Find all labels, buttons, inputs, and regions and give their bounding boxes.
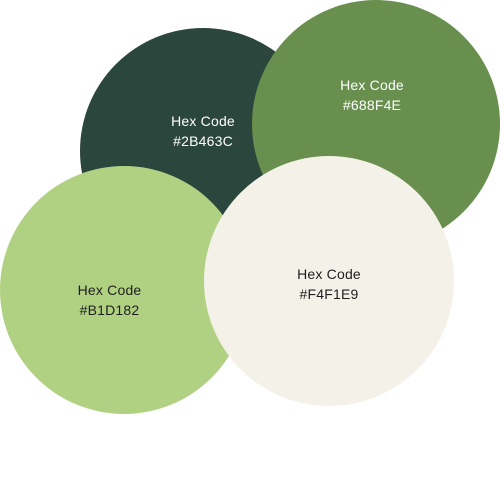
swatch-text: Hex Code #F4F1E9: [274, 264, 384, 304]
swatch-hex-code: #688F4E: [342, 97, 402, 113]
swatch-label: Hex Code: [77, 282, 142, 298]
swatch-hex-code: #2B463C: [173, 133, 233, 149]
swatch-off-white: Hex Code #F4F1E9: [204, 156, 454, 406]
swatch-label: Hex Code: [171, 113, 235, 129]
swatch-hex-code: #F4F1E9: [299, 286, 359, 302]
swatch-hex-code: #B1D182: [79, 302, 140, 318]
swatch-text: Hex Code #688F4E: [312, 75, 432, 115]
swatch-label: Hex Code: [297, 266, 361, 282]
swatch-text: Hex Code #B1D182: [62, 280, 157, 320]
swatch-text: Hex Code #2B463C: [160, 111, 246, 151]
swatch-label: Hex Code: [340, 77, 404, 93]
